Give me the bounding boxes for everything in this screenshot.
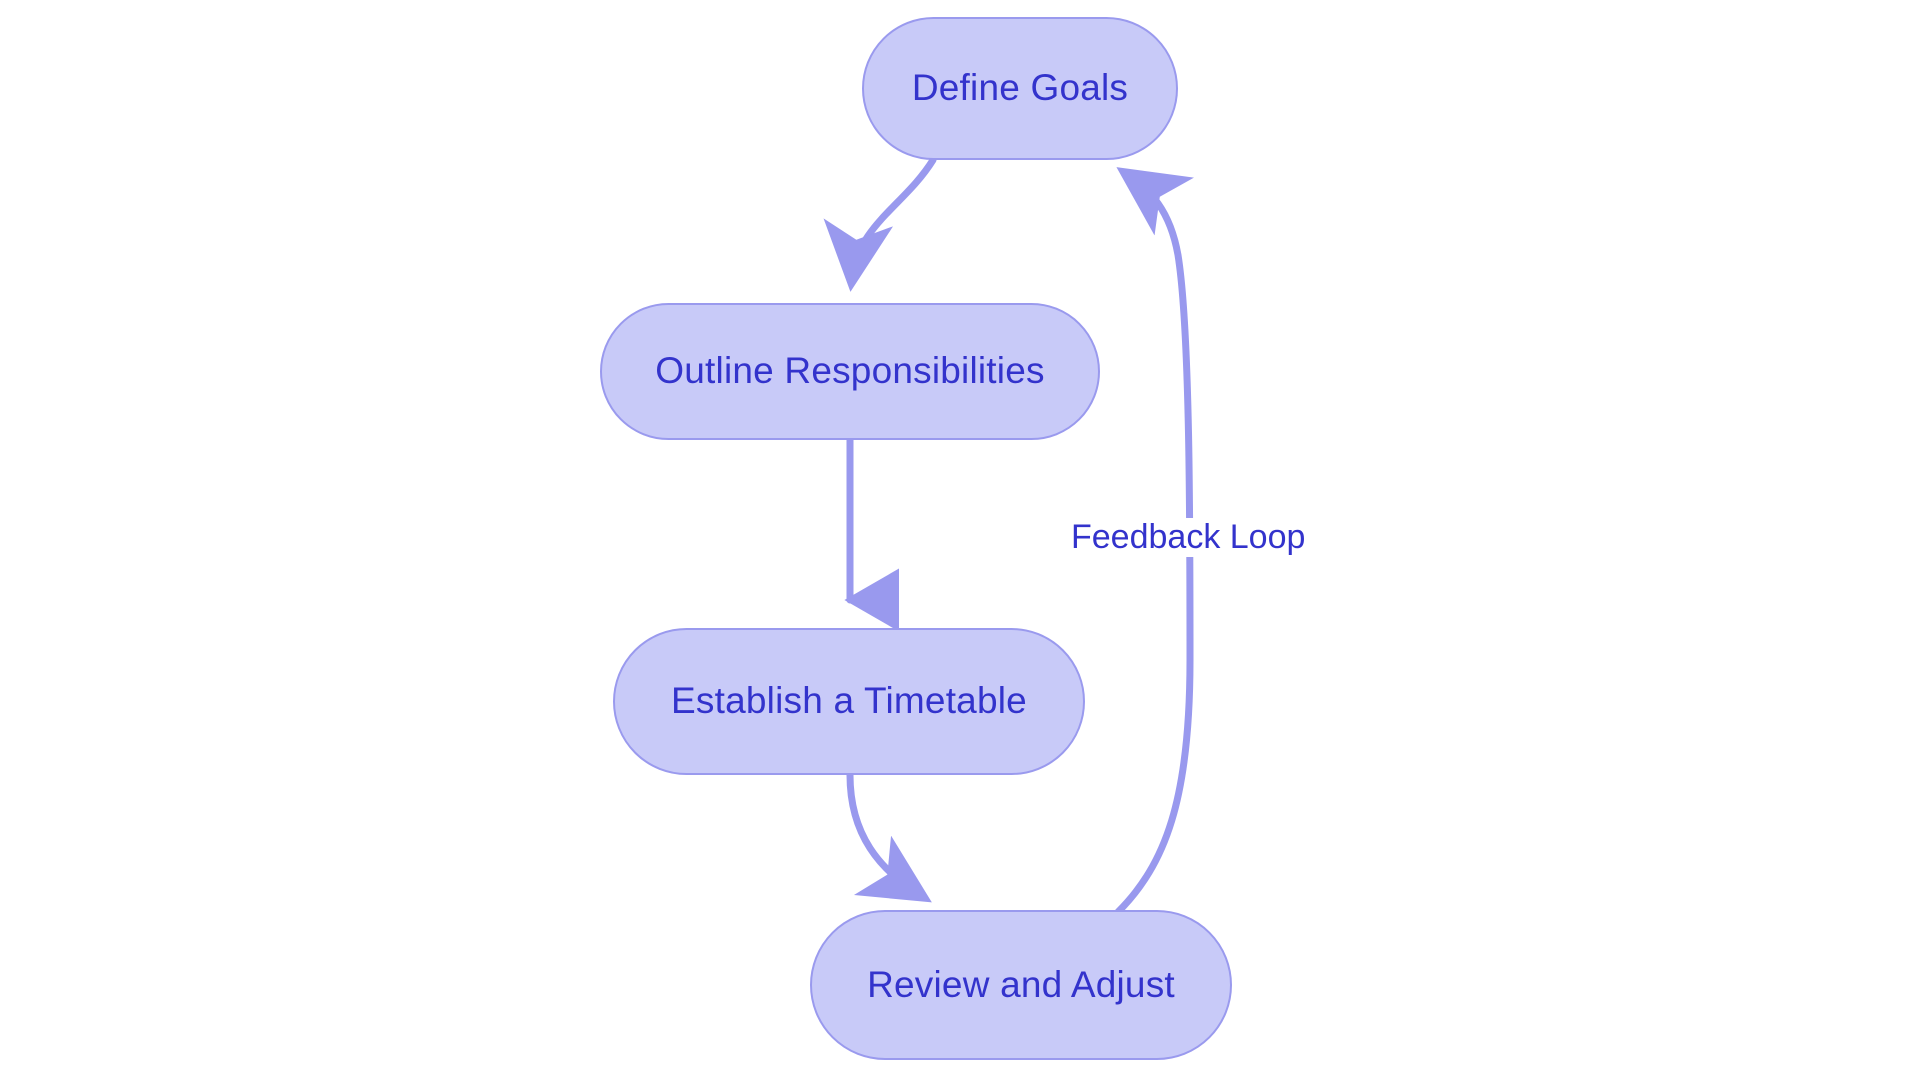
edge-review-adjust-to-define-goals: [1114, 167, 1194, 916]
flow-node-outline-responsibilities[interactable]: Outline Responsibilities: [600, 303, 1100, 440]
flow-node-establish-timetable[interactable]: Establish a Timetable: [613, 628, 1085, 775]
node-label: Review and Adjust: [867, 963, 1175, 1005]
edge-label-feedback-loop: Feedback Loop: [1065, 518, 1312, 557]
edge-define-goals-to-outline-responsibilities: [823, 156, 937, 292]
flow-node-review-adjust[interactable]: Review and Adjust: [810, 910, 1232, 1060]
edge-establish-timetable-to-review-adjust: [846, 771, 932, 903]
node-label: Define Goals: [911, 67, 1129, 109]
flow-node-define-goals[interactable]: Define Goals: [862, 17, 1178, 160]
node-label: Establish a Timetable: [671, 680, 1027, 722]
node-label: Outline Responsibilities: [655, 350, 1045, 392]
